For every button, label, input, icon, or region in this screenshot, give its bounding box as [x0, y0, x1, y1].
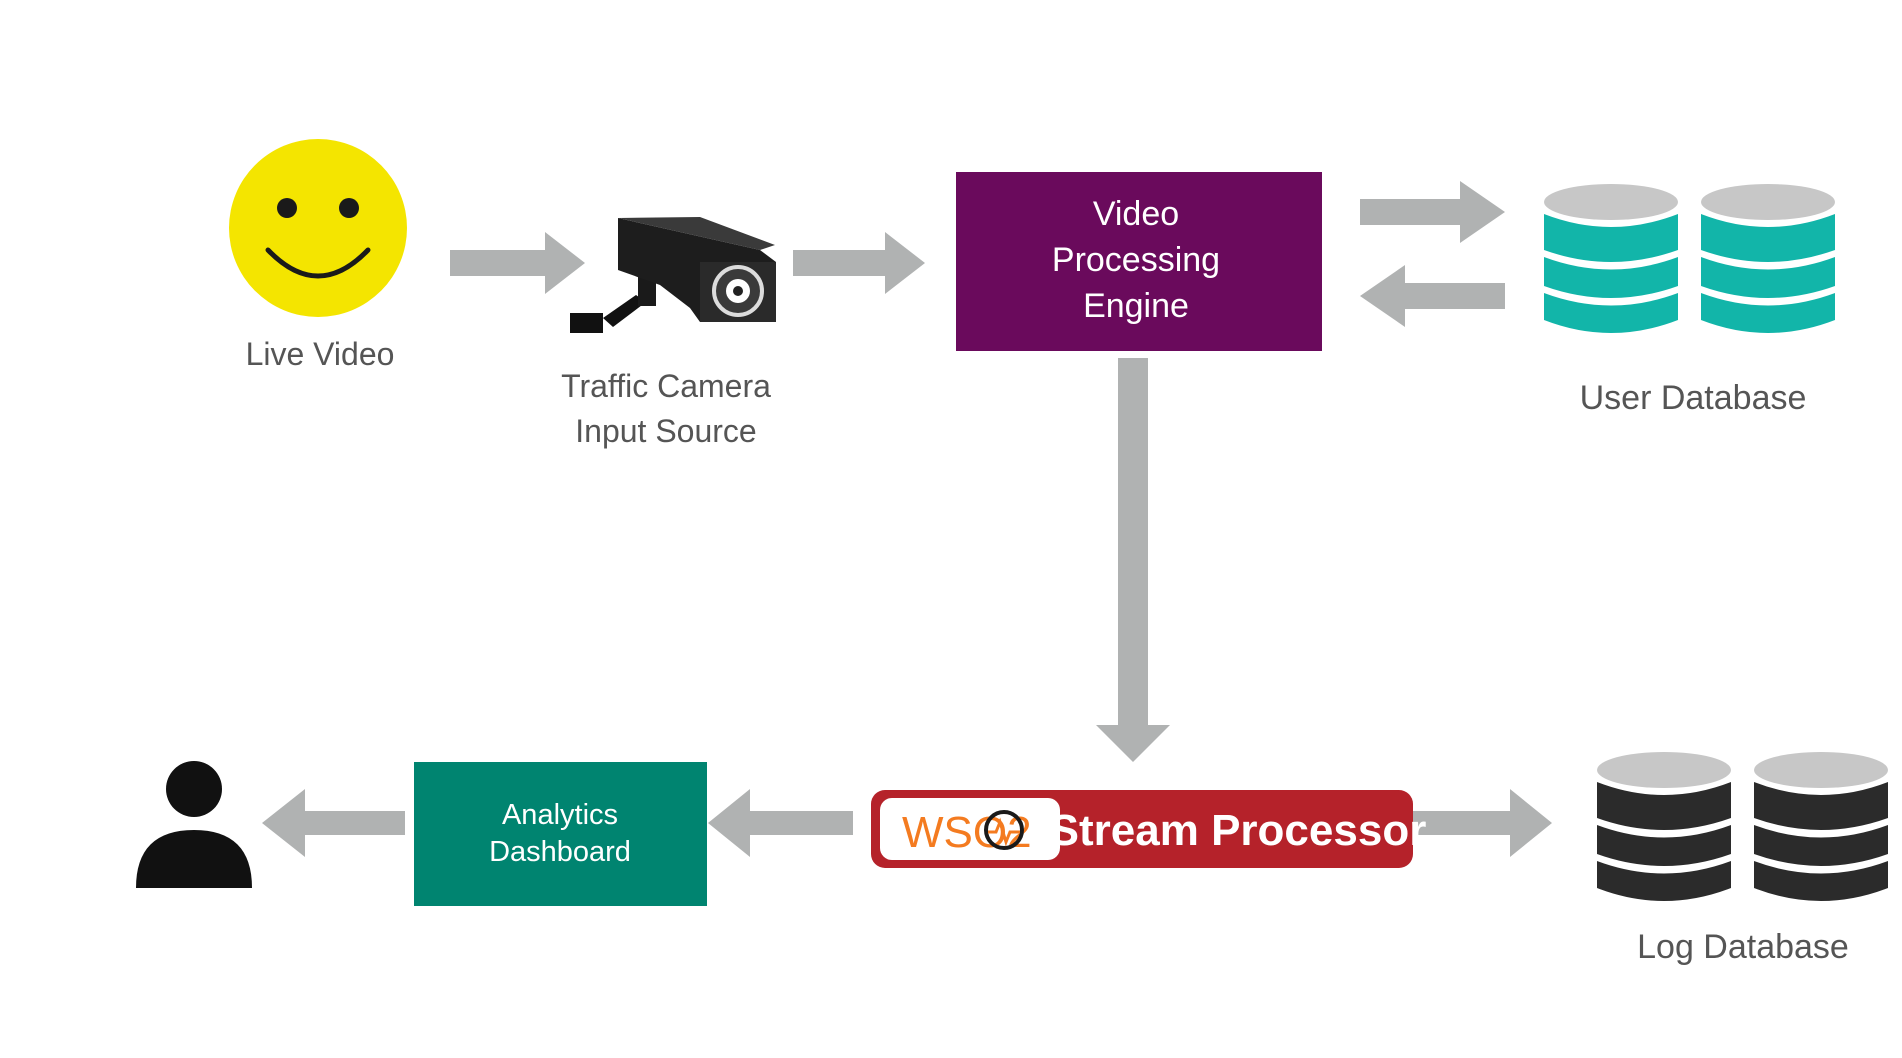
- smiley-face-icon: [229, 139, 407, 317]
- engine-label-line1: Video: [1093, 195, 1179, 233]
- dashboard-label-line1: Analytics: [502, 799, 618, 831]
- user-database-label: User Database: [1580, 379, 1807, 417]
- arrow-camera-to-engine: [793, 232, 925, 294]
- arrow-dashboard-to-user: [262, 789, 405, 857]
- user-icon: [136, 761, 252, 888]
- database-icon: [1597, 752, 1731, 901]
- analytics-dashboard: Analytics Dashboard: [414, 762, 707, 906]
- live-video-node: Live Video: [229, 139, 407, 372]
- engine-label-line2: Processing: [1052, 241, 1220, 279]
- flow-arrows: [262, 181, 1552, 857]
- log-database-label: Log Database: [1637, 928, 1849, 966]
- database-icon: [1754, 752, 1888, 901]
- security-camera-icon: [570, 217, 776, 333]
- video-processing-engine: Video Processing Engine: [956, 172, 1322, 351]
- stream-processor-node: WSO2 Stream Processor: [871, 790, 1426, 868]
- camera-node: Traffic Camera Input Source: [561, 217, 776, 449]
- user-database-node: User Database: [1544, 184, 1835, 417]
- live-video-label: Live Video: [246, 336, 395, 372]
- arrow-userdb-to-engine: [1360, 265, 1505, 327]
- camera-label-line1: Traffic Camera: [561, 368, 771, 404]
- arrow-engine-to-stream: [1096, 358, 1170, 762]
- database-icon: [1701, 184, 1835, 333]
- stream-processor-label: Stream Processor: [1050, 806, 1427, 855]
- arrow-engine-to-userdb: [1360, 181, 1505, 243]
- arrow-live-to-camera: [450, 232, 585, 294]
- engine-label-line3: Engine: [1083, 287, 1189, 325]
- dashboard-label-line2: Dashboard: [489, 836, 631, 868]
- database-icon: [1544, 184, 1678, 333]
- arrow-stream-to-logdb: [1405, 789, 1552, 857]
- log-database-node: Log Database: [1597, 752, 1888, 966]
- camera-label-line2: Input Source: [575, 413, 756, 449]
- wso2-logo: WSO2: [902, 808, 1032, 857]
- arrow-stream-to-dashboard: [708, 789, 853, 857]
